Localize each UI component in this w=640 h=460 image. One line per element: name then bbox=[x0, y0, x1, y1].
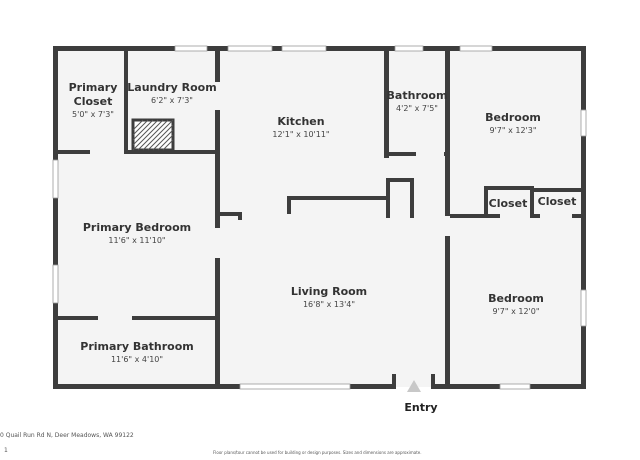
living-room-name: Living Room bbox=[291, 285, 367, 298]
primary-bathroom-name: Primary Bathroom bbox=[80, 340, 193, 353]
interior-walls bbox=[55, 48, 584, 387]
primary-bedroom-name: Primary Bedroom bbox=[83, 221, 191, 234]
footer-disclaimer: Floor plans/tour cannot be used for buil… bbox=[213, 450, 422, 455]
primary-closet-name-1: Primary bbox=[69, 81, 118, 94]
entry-arrow-icon bbox=[407, 380, 421, 392]
primary-closet-dims: 5'0" x 7'3" bbox=[72, 110, 114, 119]
primary-bedroom-dims: 11'6" x 11'10" bbox=[108, 236, 165, 245]
room-labels: Primary Closet 5'0" x 7'3" Laundry Room … bbox=[69, 81, 577, 414]
bedroom-bottom-dims: 9'7" x 12'0" bbox=[492, 307, 539, 316]
windows bbox=[52, 45, 587, 390]
primary-bathroom-dims: 11'6" x 4'10" bbox=[111, 355, 163, 364]
footer-page-number: 1 bbox=[4, 447, 8, 454]
entry-label: Entry bbox=[404, 401, 437, 414]
bedroom-bottom-name: Bedroom bbox=[488, 292, 544, 305]
primary-closet-name-2: Closet bbox=[74, 95, 113, 108]
laundry-room-name: Laundry Room bbox=[127, 81, 216, 94]
bathroom-dims: 4'2" x 7'5" bbox=[396, 104, 438, 113]
bathroom-name: Bathroom bbox=[387, 89, 448, 102]
bedroom-top-dims: 9'7" x 12'3" bbox=[489, 126, 536, 135]
footer-address: 0 Quail Run Rd N, Deer Meadows, WA 99122 bbox=[0, 432, 134, 439]
closet-left-name: Closet bbox=[489, 197, 528, 210]
kitchen-dims: 12'1" x 10'11" bbox=[272, 130, 329, 139]
door-openings bbox=[90, 82, 572, 320]
laundry-appliance bbox=[131, 118, 175, 152]
bedroom-top-name: Bedroom bbox=[485, 111, 541, 124]
laundry-room-dims: 6'2" x 7'3" bbox=[151, 96, 193, 105]
closet-right-name: Closet bbox=[538, 195, 577, 208]
living-room-dims: 16'8" x 13'4" bbox=[303, 300, 355, 309]
kitchen-name: Kitchen bbox=[277, 115, 324, 128]
